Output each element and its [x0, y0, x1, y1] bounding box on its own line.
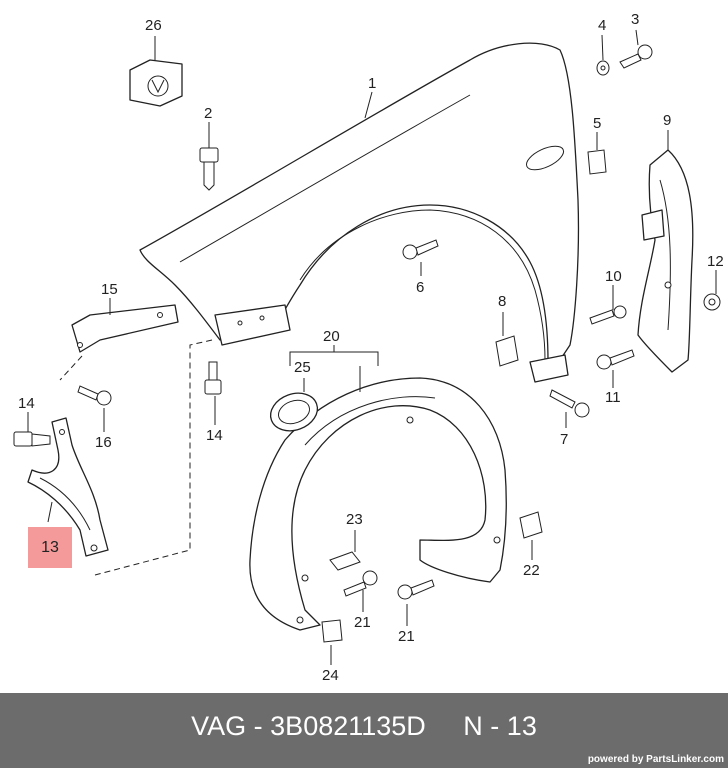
callout-12: 12	[707, 253, 724, 270]
screw-part[interactable]	[402, 239, 439, 260]
callout-21b: 21	[398, 628, 415, 645]
callout-26: 26	[145, 17, 162, 34]
part-info-footer: VAG - 3B0821135D N - 13 powered by Parts…	[0, 693, 728, 768]
clip-part[interactable]	[519, 511, 543, 539]
callout-23: 23	[346, 511, 363, 528]
callout-24: 24	[322, 667, 339, 684]
clip-nut-part[interactable]	[321, 619, 343, 643]
nut-part[interactable]	[703, 293, 721, 311]
lower-bracket-part[interactable]	[27, 417, 109, 557]
screw-part[interactable]	[77, 385, 112, 406]
callout-10: 10	[605, 268, 622, 285]
callout-6: 6	[416, 279, 424, 296]
clip-part[interactable]	[495, 335, 519, 367]
callout-14b: 14	[206, 427, 223, 444]
powered-by-credit: powered by PartsLinker.com	[587, 754, 724, 765]
screw-part[interactable]	[343, 570, 378, 597]
bolt-part[interactable]	[204, 361, 222, 395]
part-number-caption: VAG - 3B0821135D N - 13	[191, 711, 537, 741]
callout-16: 16	[95, 434, 112, 451]
callout-labels: 1 2 3 4 5 6 7 8 9 10 11 12 14 14 15 16 2…	[18, 11, 724, 684]
callout-8: 8	[498, 293, 506, 310]
callout-9: 9	[663, 112, 671, 129]
callout-22: 22	[523, 562, 540, 579]
callout-4: 4	[598, 17, 606, 34]
callout-3: 3	[631, 11, 639, 28]
washer-part[interactable]	[596, 60, 610, 76]
clip-nut-part[interactable]	[587, 149, 607, 175]
screw-part[interactable]	[619, 44, 653, 69]
exploded-parts-diagram: 1 2 3 4 5 6 7 8 9 10 11 12 14 14 15 16 2…	[13, 11, 724, 684]
rivet-part[interactable]	[589, 305, 627, 325]
fender-part[interactable]	[139, 42, 580, 383]
screw-part[interactable]	[549, 389, 590, 418]
highlighted-part-label: 13	[41, 539, 59, 556]
cap-part[interactable]	[265, 387, 322, 437]
upper-bracket-part[interactable]	[71, 304, 179, 353]
bolt-part[interactable]	[13, 431, 51, 447]
callout-15: 15	[101, 281, 118, 298]
splash-panel-part[interactable]	[637, 149, 694, 373]
leader-lines	[27, 29, 717, 665]
callout-11: 11	[605, 389, 621, 406]
callout-2: 2	[204, 105, 212, 122]
callout-25: 25	[294, 359, 311, 376]
callout-5: 5	[593, 115, 601, 132]
emblem-badge-part[interactable]	[129, 59, 183, 107]
highlighted-part-marker[interactable]	[28, 527, 72, 568]
bolt-part[interactable]	[199, 147, 219, 191]
callout-7: 7	[560, 431, 568, 448]
wheel-housing-liner-part[interactable]	[249, 377, 507, 631]
screw-part[interactable]	[397, 579, 435, 600]
clip-part[interactable]	[329, 551, 361, 571]
callout-1: 1	[368, 75, 376, 92]
screw-part[interactable]	[596, 349, 635, 370]
callout-21a: 21	[354, 614, 371, 631]
callout-14a: 14	[18, 395, 35, 412]
callout-20: 20	[323, 328, 340, 345]
